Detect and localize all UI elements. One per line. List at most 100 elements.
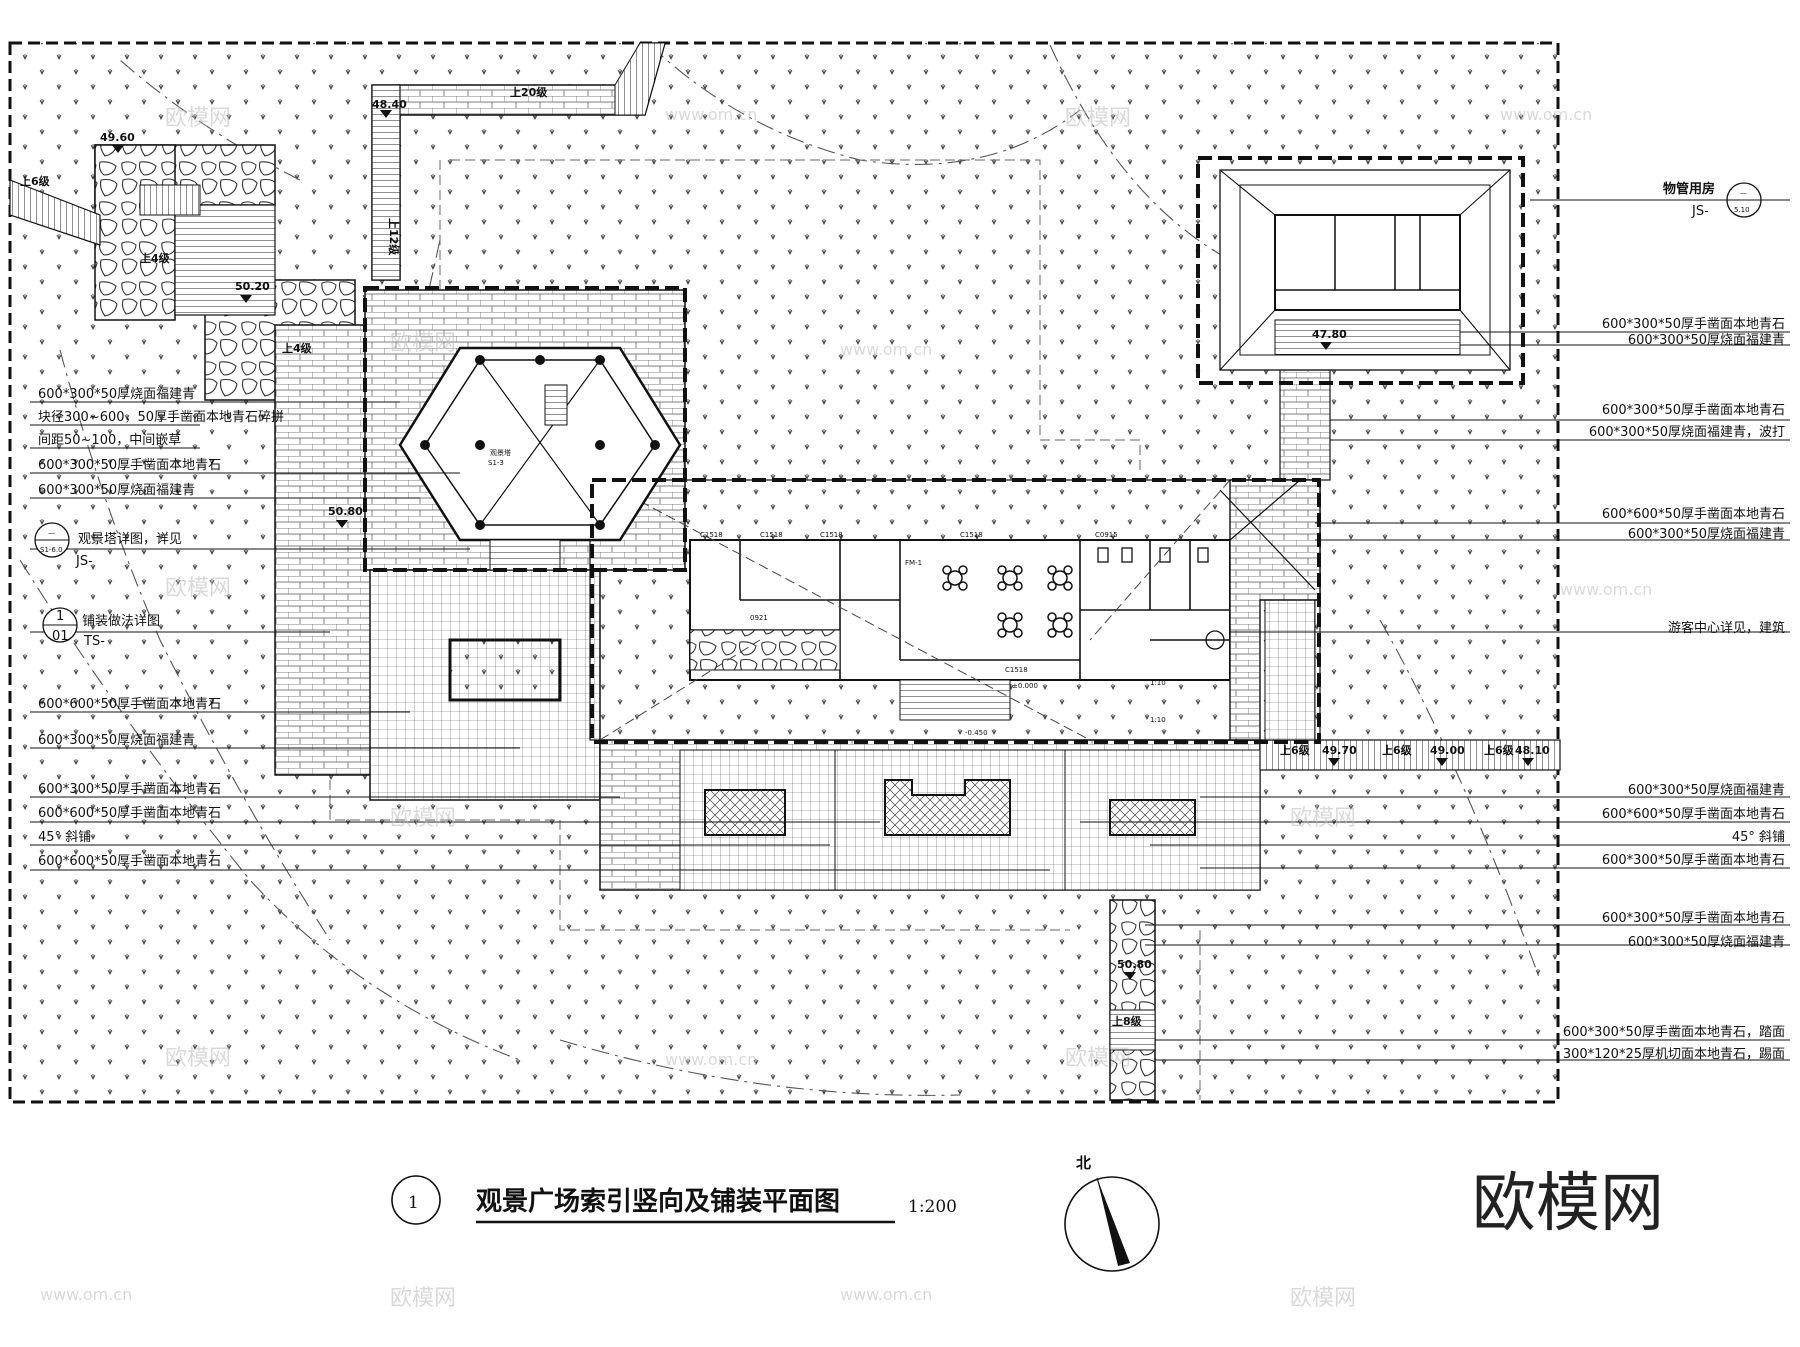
elev-9: 50.80 [1117,958,1152,971]
index-tower-prefix: JS- [75,554,93,569]
watermark: 欧模网 [1290,806,1356,831]
elev-2: 48.40 [372,98,407,111]
step-labels: 上20级 上6级 上4级 上4级 上12级 上6级 上6级 上6级 上8级 [20,85,1515,1028]
garden-steps-a [174,204,276,316]
index-tower-bottom: S1-6.0 [40,546,63,554]
elevation-markers [112,110,1534,980]
right-label-8: 游客中心详见，建筑 [1668,620,1785,636]
east-roof-lines [1219,479,1316,591]
tag-win-6: C0915 [1095,531,1118,539]
north-walk [1279,369,1331,481]
index-tower[interactable]: — S1-6.0 JS- [34,522,93,569]
right-label-10: 600*600*50厚手凿面本地青石 [1602,807,1785,822]
right-label-5: 600*300*50厚烧面福建青，波打 [1589,425,1785,440]
left-label-11: 600*600*50厚手凿面本地青石 [38,806,221,821]
left-label-3: 间距50~100，中间嵌草 [38,433,181,448]
elev-3: 50.20 [235,280,270,293]
west-brick-plaza [274,324,376,776]
mgmt-roof-hips [1219,169,1511,371]
left-label-5: 600*300*50厚烧面福建青 [38,483,195,498]
step-2: 上6级 [20,174,51,188]
sunken-planter [448,638,562,702]
left-label-13: 600*600*50厚手凿面本地青石 [38,854,221,869]
right-label-4: 600*300*50厚手凿面本地青石 [1602,403,1785,418]
watermark: 欧模网 [165,576,231,601]
left-label-8: 600*600*50厚手凿面本地青石 [38,697,221,712]
watermark: 欧模网 [165,1046,231,1071]
callout-tower[interactable] [363,286,687,572]
building-diagonals [599,479,1231,741]
elev-6: 49.70 [1322,744,1357,757]
left-labels: 600*300*50厚烧面福建青 块径300~600，50厚手凿面本地青石碎拼 … [38,387,284,869]
right-label-12: 600*300*50厚手凿面本地青石 [1602,853,1785,868]
mgmt-house-rooms [1275,215,1460,291]
watermark: 欧模网 [1065,106,1131,131]
tower-step-out [489,539,561,571]
tower-cross-lines [479,359,601,526]
index-mgmt-prefix: JS- [1691,204,1709,219]
callout-visitor-center[interactable] [590,478,1321,744]
step-9: 上8级 [1112,1014,1143,1028]
right-label-3: 600*300*50厚烧面福建青 [1628,333,1785,348]
right-label-6: 600*600*50厚手凿面本地青石 [1602,507,1785,522]
garden-steps-b [139,184,201,216]
south-steps [1109,1009,1156,1051]
tag-win-4: C1518 [960,531,983,539]
elev-7: 49.00 [1430,744,1465,757]
right-label-1: 物管用房 [1663,181,1715,197]
watermark-url: www.om.cn [840,340,932,359]
left-label-1: 600*300*50厚烧面福建青 [38,387,195,402]
title-index-circle [391,1175,441,1225]
watermark-url: www.om.cn [40,1285,132,1304]
index-mgmt[interactable]: — 5.10 JS- [1691,182,1762,219]
east-step-strip [1259,739,1561,771]
ramp-west [689,629,841,671]
left-label-4: 600*300*50厚手凿面本地青石 [38,458,221,473]
right-label-14: 600*300*50厚烧面福建青 [1628,935,1785,950]
watermark-url: www.om.cn [665,105,757,124]
tag-level: ±0.000 [1012,682,1038,690]
south-diag-left [704,789,786,836]
step-4: 上4级 [282,341,313,355]
elev-4: 50.80 [328,505,363,518]
index-paving-top: 1 [56,609,64,624]
callout-mgmt-house[interactable] [1196,156,1525,385]
watermark-url: www.om.cn [840,1285,932,1304]
south-diag-right [1109,799,1196,836]
south-stair-walk [1109,899,1156,1101]
tag-win-1: C1518 [700,531,723,539]
right-labels: 物管用房 600*300*50厚手凿面本地青石 600*300*50厚烧面福建青… [1563,181,1785,1062]
tag-door: 0921 [750,614,768,622]
step-3: 上4级 [140,251,171,265]
drawing-title: 观景广场索引竖向及铺装平面图 [476,1186,840,1217]
watermark-url: www.om.cn [1500,105,1592,124]
watermark: 欧模网 [390,331,456,356]
index-paving[interactable]: 1 01 TS- [42,607,105,649]
north-label: 北 [1076,1154,1091,1172]
tag-tower: 观景塔 [490,448,511,457]
left-leaders [30,401,1050,871]
right-label-15: 600*300*50厚手凿面本地青石，踏面 [1563,1025,1785,1040]
top-steps-2 [614,42,666,116]
title-index: 1 [408,1193,419,1213]
left-label-2: 块径300~600，50厚手凿面本地青石碎拼 [38,410,284,425]
entry-steps [899,679,1011,721]
step-6: 上6级 [1280,743,1311,757]
watermark: 欧模网 [390,1286,456,1311]
watermark: 欧模网 [1290,1286,1356,1311]
watermark: 欧模网 [1065,1046,1131,1071]
left-label-6: 观景塔详图，详见 [78,532,182,547]
room-tags: 观景塔 S1-3 FM-1 0921 C1518 C1518 C1518 C15… [488,448,1166,737]
step-7: 上6级 [1382,743,1413,757]
elev-5: 47.80 [1312,328,1347,341]
elev-1: 49.60 [100,131,135,144]
tag-win-5: C1518 [1005,666,1028,674]
index-paving-bottom: 01 [52,629,69,644]
step-5: 上12级 [387,218,401,256]
tag-level-2: -0.450 [965,729,988,737]
brand-logo: 欧模网 [1472,1167,1664,1241]
step-1: 上20级 [510,85,548,99]
mgmt-steps [1274,319,1461,356]
right-label-9: 600*300*50厚烧面福建青 [1628,783,1785,798]
